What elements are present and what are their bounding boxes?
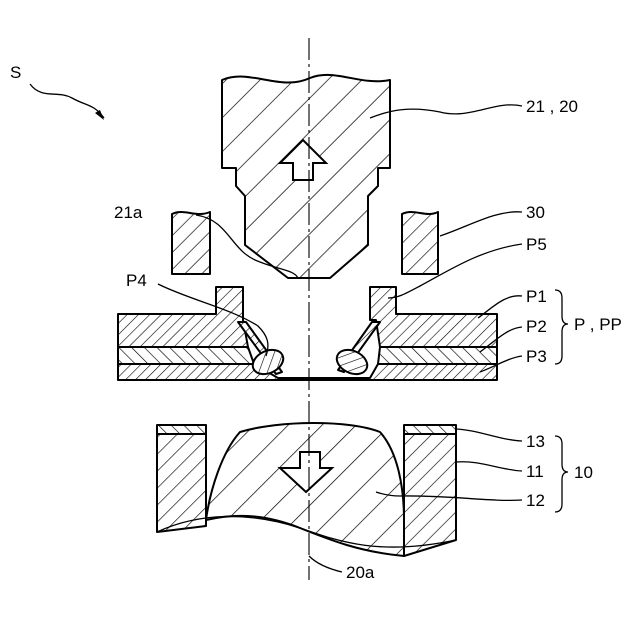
label-die-insert: 13	[526, 432, 545, 451]
leader-11	[456, 462, 522, 471]
label-punch-edge: 21a	[114, 203, 143, 222]
label-burr-side: P4	[126, 271, 147, 290]
label-plate-group: P , PP	[574, 315, 622, 334]
brace-plate-group	[555, 290, 568, 364]
plate-layer-p1-right	[370, 287, 497, 347]
label-stripper: 30	[526, 203, 545, 222]
plate-layer-p3	[118, 364, 497, 380]
label-layer3: P3	[526, 347, 547, 366]
label-punch: 21 , 20	[526, 97, 578, 116]
die-body-left	[157, 433, 206, 532]
plate-layer-p1-left	[118, 287, 248, 347]
label-axis: 20a	[346, 563, 375, 582]
leader-21-20	[370, 105, 522, 118]
die-insert-right	[404, 425, 456, 434]
stripper-right	[402, 212, 438, 274]
brace-die-group	[555, 436, 568, 512]
label-layer1: P1	[526, 287, 547, 306]
label-die-center: 12	[526, 491, 545, 510]
reference-leader	[30, 84, 104, 118]
plate-layer-p2-right	[378, 347, 497, 364]
plate-layer-p2	[118, 347, 254, 364]
label-die-body: 11	[526, 462, 544, 481]
die-body-right	[404, 433, 456, 556]
leader-13	[456, 429, 522, 441]
die-insert-left	[157, 425, 206, 434]
burr-p4-right	[333, 345, 371, 378]
leader-30	[440, 212, 522, 236]
label-burr-top: P5	[526, 235, 547, 254]
reference-arrowhead	[95, 110, 104, 120]
leader-20a	[309, 556, 342, 572]
reference-sign-s: S	[10, 63, 21, 82]
label-die-group: 10	[574, 463, 593, 482]
stripper-left	[172, 212, 210, 274]
label-layer2: P2	[526, 317, 547, 336]
